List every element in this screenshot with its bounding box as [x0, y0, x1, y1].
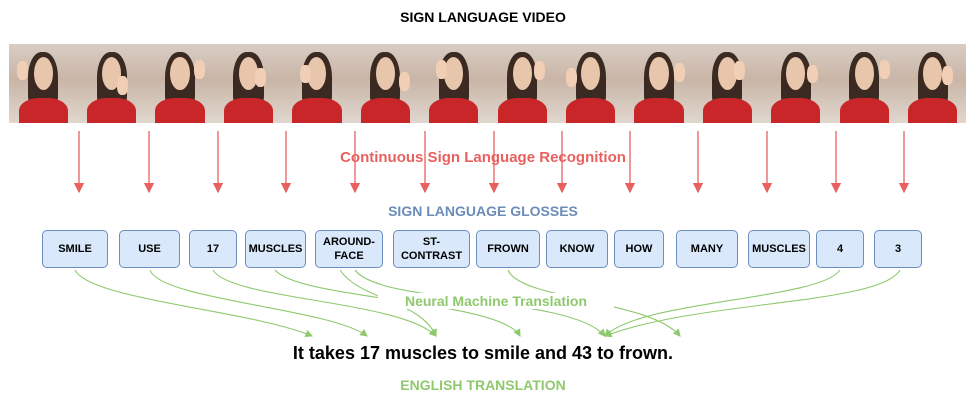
gloss-box: 3 [874, 230, 922, 268]
video-frame-strip [9, 44, 966, 123]
video-frame [214, 44, 283, 123]
video-frame [693, 44, 762, 123]
gloss-box: FROWN [476, 230, 540, 268]
translation-connector [604, 269, 841, 337]
translation-connector [212, 269, 437, 337]
video-frame [145, 44, 215, 123]
gloss-box: HOW [614, 230, 664, 268]
video-frame [419, 44, 488, 123]
gloss-box: KNOW [546, 230, 608, 268]
video-title: SIGN LANGUAGE VIDEO [400, 9, 566, 25]
gloss-box: MUSCLES [245, 230, 306, 268]
video-frame [351, 44, 420, 123]
recognition-label: Continuous Sign Language Recognition [340, 149, 626, 166]
translation-title: ENGLISH TRANSLATION [400, 377, 566, 393]
video-frame [830, 44, 899, 123]
translated-sentence: It takes 17 muscles to smile and 43 to f… [292, 343, 674, 363]
translation-label: Neural Machine Translation [378, 293, 614, 309]
gloss-box: SMILE [42, 230, 108, 268]
gloss-box: ST- CONTRAST [393, 230, 470, 268]
video-frame [9, 44, 78, 123]
video-frame [556, 44, 625, 123]
gloss-box: 4 [816, 230, 864, 268]
translation-connector [149, 269, 368, 337]
video-frame [282, 44, 352, 123]
video-frame [624, 44, 694, 123]
translation-connector [74, 269, 314, 338]
gloss-box: AROUND- FACE [315, 230, 383, 268]
gloss-box: MUSCLES [748, 230, 810, 268]
gloss-box: USE [119, 230, 180, 268]
translation-connector [603, 269, 901, 338]
video-frame [77, 44, 146, 123]
video-frame [487, 44, 557, 123]
gloss-box: 17 [189, 230, 237, 268]
video-frame [898, 44, 966, 123]
gloss-box: MANY [676, 230, 738, 268]
glosses-title: SIGN LANGUAGE GLOSSES [388, 203, 578, 219]
video-frame [761, 44, 831, 123]
